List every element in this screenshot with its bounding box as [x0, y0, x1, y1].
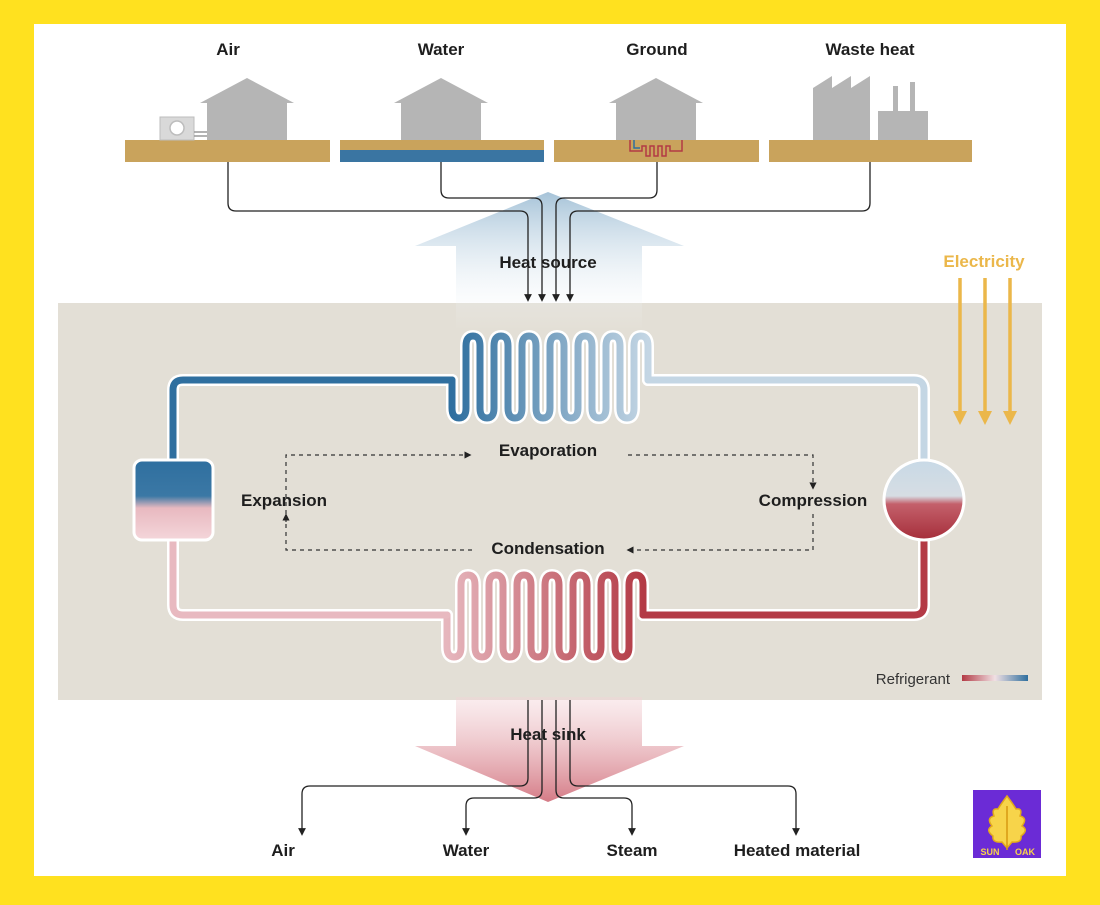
factory-icon	[813, 76, 870, 140]
chimney	[893, 86, 898, 111]
output-label-water: Water	[443, 841, 490, 860]
water-layer	[340, 150, 544, 162]
output-distribution-lines	[298, 700, 800, 836]
arrow-compression-to-condensation	[626, 514, 814, 554]
output-label-steam: Steam	[606, 841, 657, 860]
source-waste-heat	[769, 76, 972, 162]
refrigerant-loop	[167, 330, 930, 663]
compression-label: Compression	[759, 491, 868, 510]
pipe-expansion-to-evaporator	[169, 376, 456, 466]
arrow-expansion-to-evaporation	[285, 451, 472, 522]
arrow-evaporation-to-compression	[628, 454, 817, 490]
logo-text-left: SUN	[980, 847, 999, 857]
output-label-heated-material: Heated material	[734, 841, 861, 860]
pipe-condenser-to-expansion	[169, 534, 451, 619]
logo-text-right: OAK	[1015, 847, 1036, 857]
house-body	[207, 103, 287, 140]
ground-strip	[769, 140, 972, 162]
house-body	[401, 103, 481, 140]
pipe-evaporator-to-compressor	[644, 376, 928, 466]
source-water	[340, 78, 544, 162]
ground-strip	[554, 140, 759, 162]
electricity-label: Electricity	[943, 252, 1025, 271]
cycle-direction-arrows	[282, 451, 817, 554]
fan-icon	[169, 120, 185, 136]
expansion-valve	[132, 458, 215, 542]
heat-source-arrow	[415, 192, 684, 330]
chimney	[910, 82, 915, 111]
compressor	[882, 458, 966, 542]
heat-sink-arrow	[415, 697, 684, 802]
pipe-compressor-to-condenser	[639, 534, 928, 619]
source-collector-lines	[227, 162, 871, 302]
house-roof	[200, 78, 294, 103]
house-body	[616, 103, 696, 140]
source-ground	[554, 78, 759, 162]
ground-loop-icon	[629, 140, 683, 157]
legend-refrigerant-gradient	[962, 675, 1028, 681]
condensation-label: Condensation	[491, 539, 604, 558]
evaporator-coil	[448, 332, 652, 422]
house-roof	[394, 78, 488, 103]
ground-strip	[125, 140, 330, 162]
source-label-waste-heat: Waste heat	[825, 40, 914, 59]
ground-strip	[340, 140, 544, 150]
source-label-ground: Ground	[626, 40, 687, 59]
heat-source-label: Heat source	[499, 253, 596, 272]
heat-sink-label: Heat sink	[510, 725, 586, 744]
source-label-water: Water	[418, 40, 465, 59]
evaporation-label: Evaporation	[499, 441, 597, 460]
source-label-air: Air	[216, 40, 240, 59]
source-air	[125, 78, 330, 162]
output-label-air: Air	[271, 841, 295, 860]
legend-refrigerant-label: Refrigerant	[876, 671, 951, 688]
expansion-label: Expansion	[241, 491, 327, 510]
condenser-coil	[443, 571, 647, 661]
electricity-arrows	[953, 278, 1017, 425]
arrow-condensation-to-expansion	[282, 513, 472, 551]
house-roof	[609, 78, 703, 103]
sun-oak-logo: SUN OAK	[973, 790, 1041, 858]
